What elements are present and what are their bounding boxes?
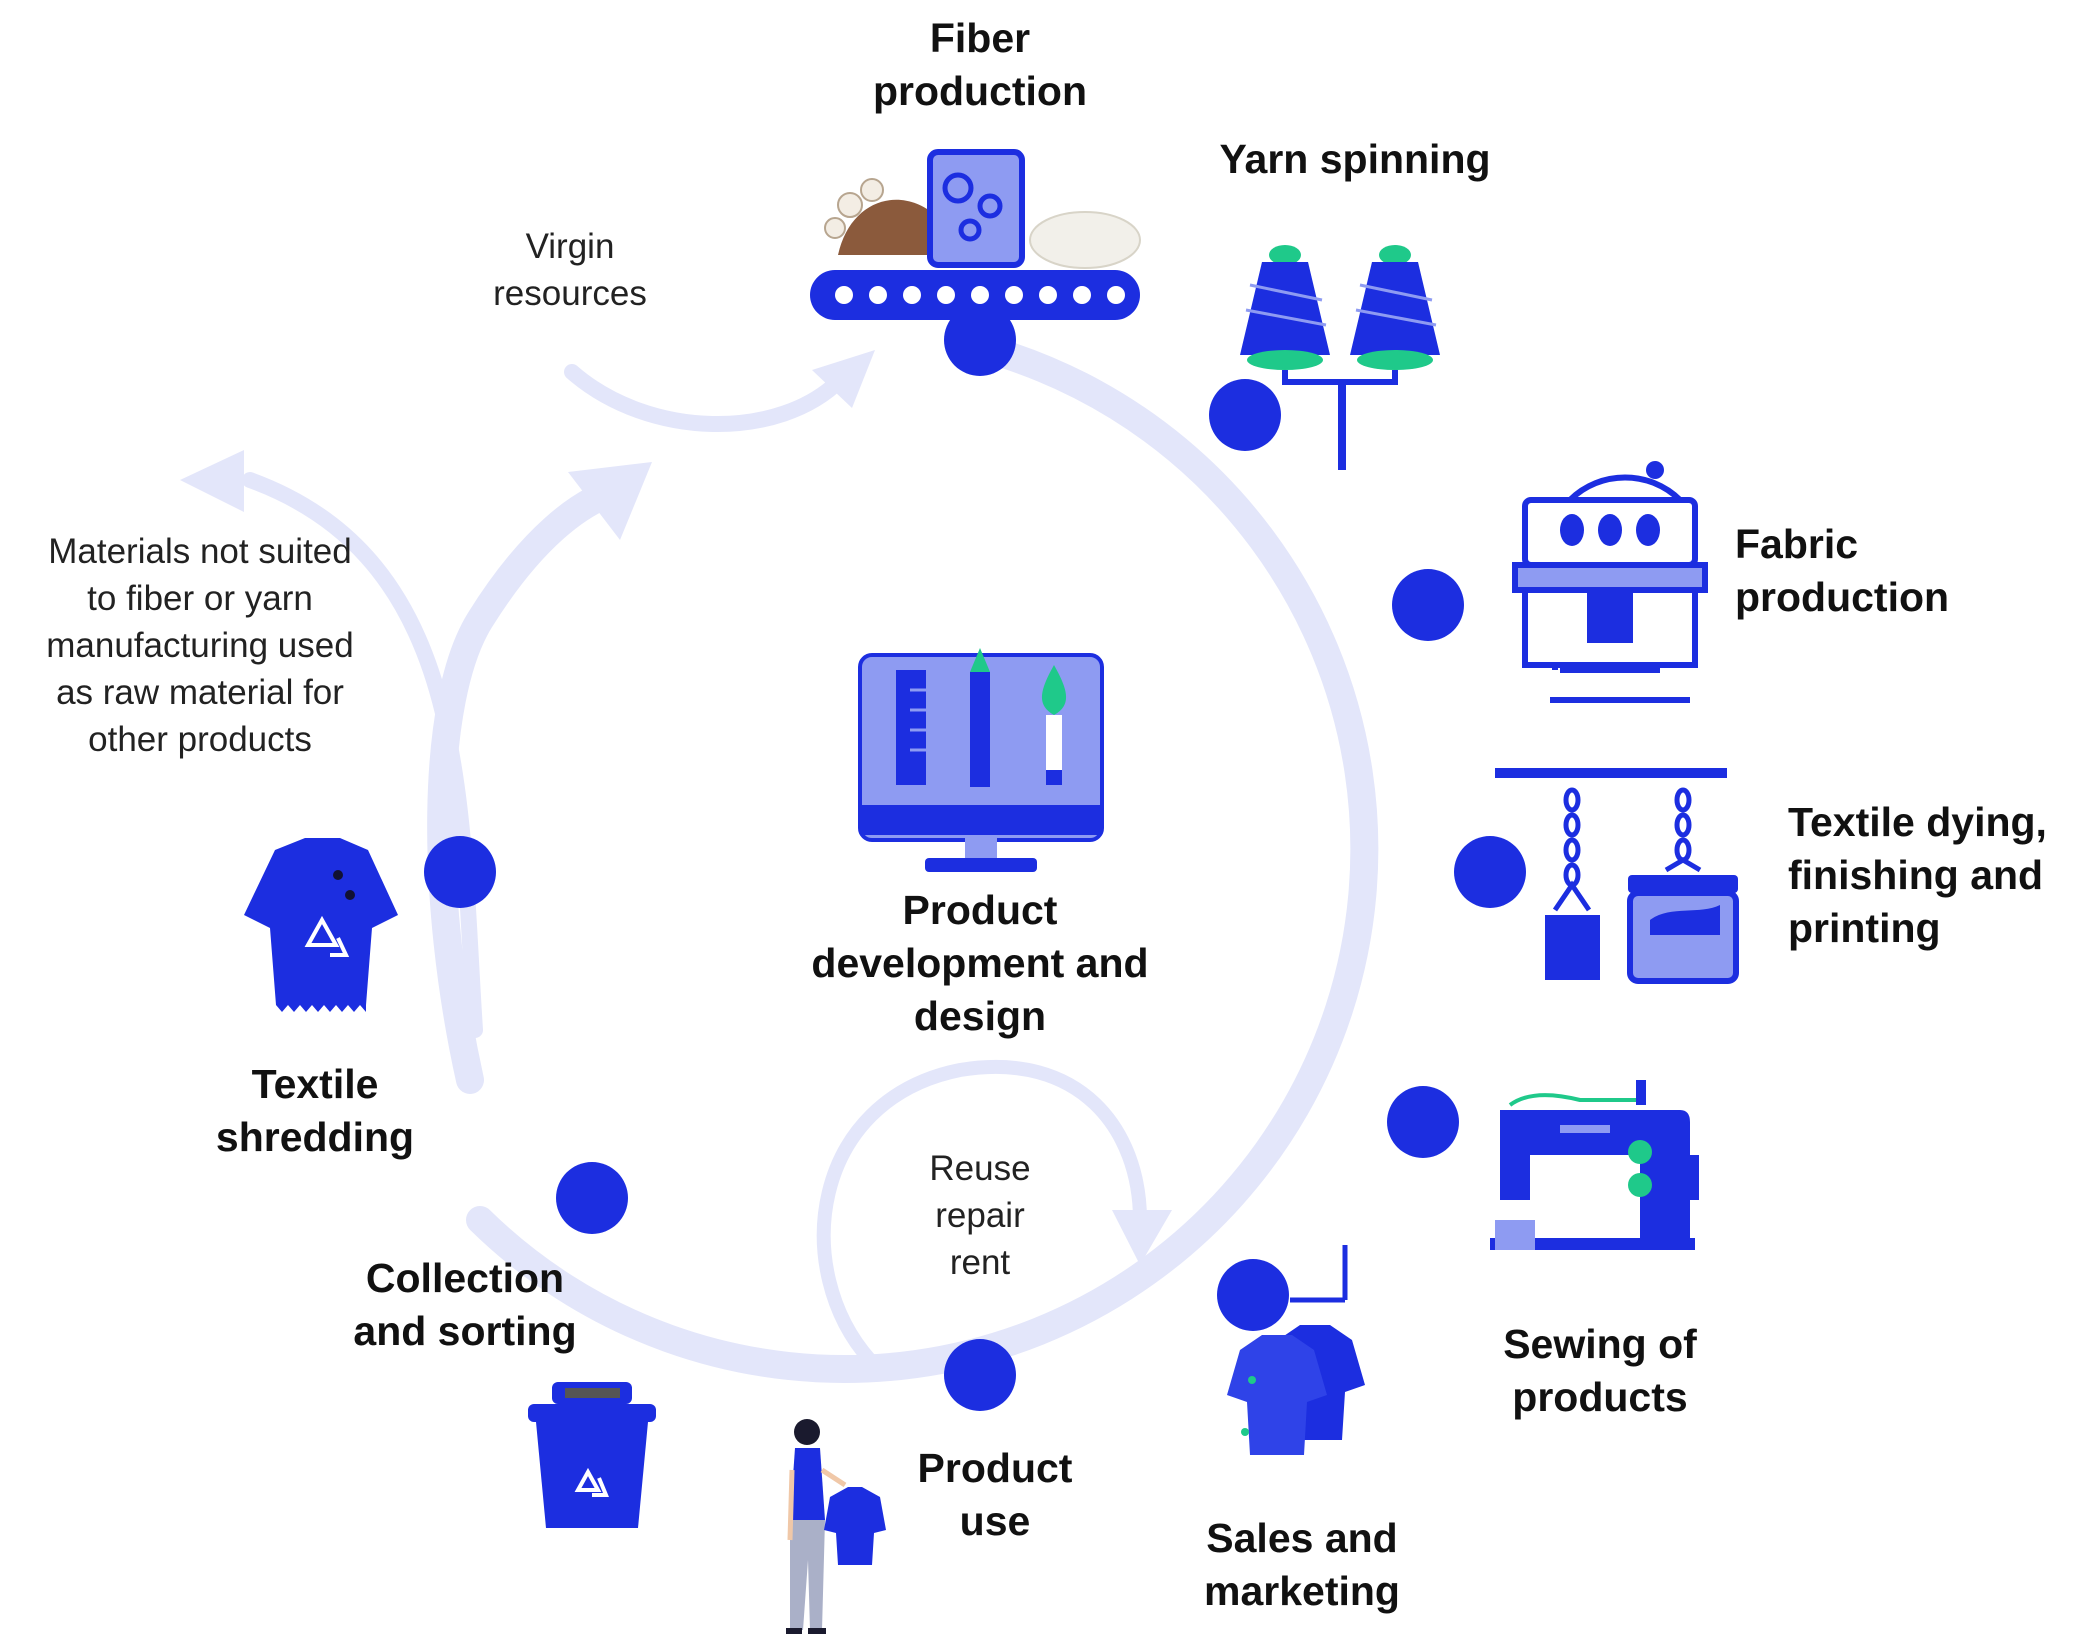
- label-product-use: Product use: [917, 1445, 1073, 1544]
- person-holding-shirt-icon: [786, 1419, 886, 1634]
- cycle-arrows: [180, 333, 1379, 1383]
- dot-yarn: [1209, 379, 1281, 451]
- note-virgin-resources: Virgin resources: [493, 227, 647, 313]
- dot-sewing: [1387, 1086, 1459, 1158]
- label-sewing-of-products: Sewing of products: [1503, 1321, 1697, 1420]
- stage-dots: [424, 304, 1526, 1411]
- note-materials-not-suited: Materials not suited to fiber or yarn ma…: [46, 532, 354, 759]
- clothes-rack-icon: [1227, 1245, 1365, 1455]
- virgin-resources-arc: [564, 364, 848, 432]
- dot-dyeing: [1454, 836, 1526, 908]
- label-product-development: Product development and design: [811, 887, 1149, 1039]
- virgin-resources-arrowhead: [812, 350, 875, 408]
- reuse-loop-arrowhead: [1112, 1210, 1172, 1265]
- label-fabric-production: Fabric production: [1735, 521, 1950, 620]
- label-textile-shredding: Textile shredding: [215, 1061, 415, 1160]
- label-yarn-spinning: Yarn spinning: [1219, 136, 1491, 182]
- dot-use: [944, 1339, 1016, 1411]
- label-sales-and-marketing: Sales and marketing: [1204, 1515, 1400, 1614]
- left-upward-arrowhead: [568, 462, 652, 540]
- outflow-arrowhead: [180, 450, 244, 512]
- shredded-shirt-icon: [244, 838, 398, 1012]
- outflow-arc: [242, 472, 483, 1038]
- reuse-loop: [816, 1059, 1147, 1367]
- yarn-spools-icon: [1240, 245, 1440, 470]
- knitting-machine-icon: [1512, 461, 1708, 703]
- main-cycle-arc: [466, 333, 1379, 1383]
- label-fiber-production: Fiber production: [872, 15, 1088, 114]
- dot-collection: [556, 1162, 628, 1234]
- dot-shredding: [424, 836, 496, 908]
- recycle-bin-icon: [528, 1382, 656, 1528]
- note-reuse-repair-rent: Reuse repair rent: [929, 1149, 1031, 1282]
- dot-sales: [1217, 1259, 1289, 1331]
- label-collection-and-sorting: Collection and sorting: [353, 1255, 577, 1354]
- design-monitor-icon: [858, 648, 1104, 872]
- dot-fabric: [1392, 569, 1464, 641]
- dye-vat-icon: [1495, 768, 1739, 984]
- sewing-machine-icon: [1490, 1080, 1699, 1250]
- dot-fiber: [944, 304, 1016, 376]
- cotton-conveyor-icon: [810, 149, 1141, 320]
- label-textile-dying: Textile dying, finishing and printing: [1788, 799, 2047, 951]
- left-upward-arc: [427, 476, 634, 1094]
